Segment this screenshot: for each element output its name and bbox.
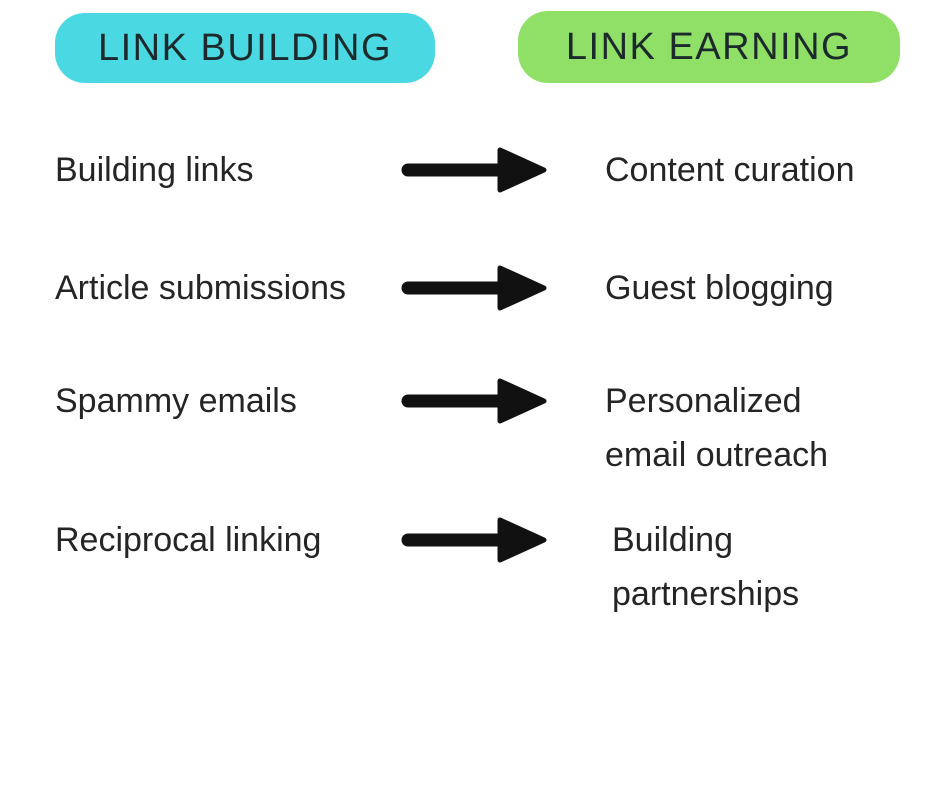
right-label-line: Building [612,521,733,559]
right-label-line: Personalized [605,382,802,420]
personalized-email-outreach-label: Personalized email outreach [605,374,828,482]
guest-blogging-label: Guest blogging [605,261,834,315]
right-arrow-icon [401,378,547,424]
article-submissions-label: Article submissions [55,269,346,307]
right-arrow-icon [401,517,547,563]
right-label-line: partnerships [612,575,800,613]
content-curation-label: Content curation [605,143,855,197]
link-building-header-pill: LINK BUILDING [55,13,435,83]
right-arrow-icon [401,147,547,193]
link-earning-header-pill: LINK EARNING [518,11,900,83]
reciprocal-linking-label: Reciprocal linking [55,521,322,559]
building-links-label: Building links [55,151,254,189]
spammy-emails-label: Spammy emails [55,382,297,420]
right-arrow-icon [401,265,547,311]
building-partnerships-label: Building partnerships [612,513,799,621]
right-label-line: Content curation [605,151,855,189]
right-label-line: Guest blogging [605,269,834,307]
right-label-line: email outreach [605,436,829,474]
